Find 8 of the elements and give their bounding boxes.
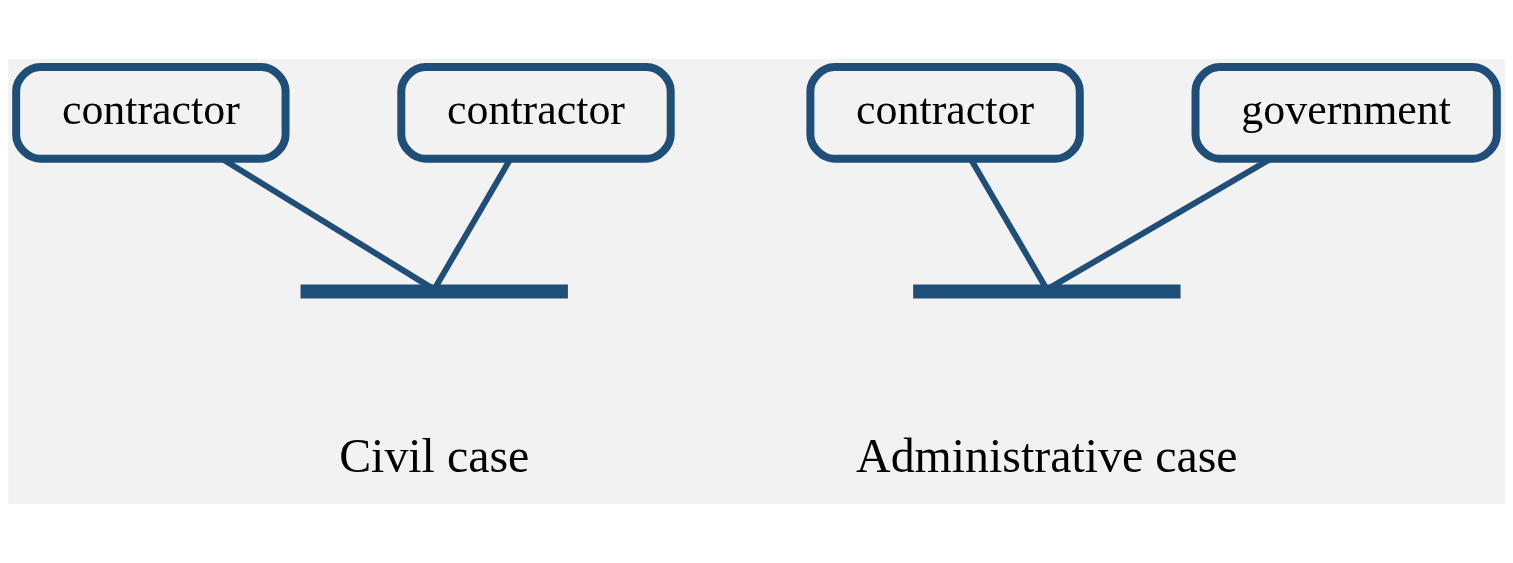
node-box: government [1191, 63, 1501, 163]
node-bar [300, 284, 568, 299]
node-box: contractor [397, 63, 675, 163]
node-box: contractor [12, 63, 290, 163]
label: Civil case [339, 429, 530, 483]
label: Administrative case [856, 429, 1238, 483]
node-bar [913, 284, 1181, 299]
node-box: contractor [806, 63, 1084, 163]
